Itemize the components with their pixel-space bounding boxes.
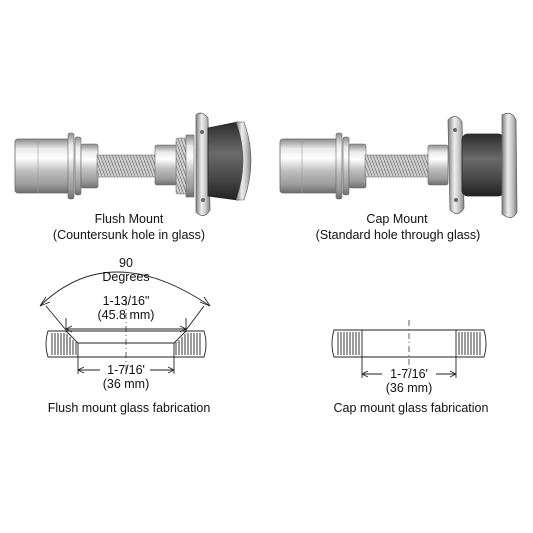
flush-top-dim-in: 1-13/16" xyxy=(102,294,150,308)
cap-bottom-dim-mm: (36 mm) xyxy=(385,381,433,395)
flush-glass-left xyxy=(45,330,79,358)
cap-glass-right xyxy=(455,329,487,358)
cap-mount-title: Cap Mount xyxy=(366,212,428,226)
angle-arc xyxy=(39,271,211,307)
flush-mount-title: Flush Mount xyxy=(94,212,164,226)
angle-unit: Degrees xyxy=(102,270,150,284)
flush-fabrication-caption: Flush mount glass fabrication xyxy=(47,401,211,415)
cap-washer-2 xyxy=(342,136,350,196)
cap-threaded-rod xyxy=(364,154,431,178)
flush-barrel xyxy=(14,138,71,194)
cap-fabrication-drawing xyxy=(331,320,487,378)
flush-bottom-dim-mm: (36 mm) xyxy=(102,377,150,391)
flush-body-nut xyxy=(154,144,178,186)
cap-barrel xyxy=(279,138,339,194)
flush-washer-2 xyxy=(74,136,82,196)
cap-hex-nut xyxy=(348,143,367,189)
cap-glass-left xyxy=(331,329,363,358)
flush-threaded-rod xyxy=(96,154,158,178)
cap-mount-fitting xyxy=(279,112,518,218)
cap-back-plate xyxy=(501,112,518,218)
flush-fabrication-drawing xyxy=(39,271,211,374)
cap-bottom-dim-in: 1-7/16' xyxy=(390,367,428,381)
cap-fabrication-caption: Cap mount glass fabrication xyxy=(333,401,489,415)
cap-mount-subtitle: (Standard hole through glass) xyxy=(315,228,481,242)
cap-washer-1 xyxy=(335,132,343,200)
cap-flange-1 xyxy=(447,116,465,214)
flush-mount-subtitle: (Countersunk hole in glass) xyxy=(52,228,206,242)
flush-bottom-dim-in: 1-7/16' xyxy=(107,363,145,377)
flush-flange xyxy=(195,112,211,216)
cap-gasket xyxy=(461,133,505,197)
flush-washer-1 xyxy=(67,132,75,200)
angle-value: 90 xyxy=(119,256,133,270)
flush-hex-nut xyxy=(80,143,99,189)
flush-glass-right xyxy=(173,330,207,358)
flush-top-dim-mm: (45.8 mm) xyxy=(97,308,155,322)
flush-mount-fitting xyxy=(14,112,252,216)
cap-body-nut xyxy=(427,144,449,186)
